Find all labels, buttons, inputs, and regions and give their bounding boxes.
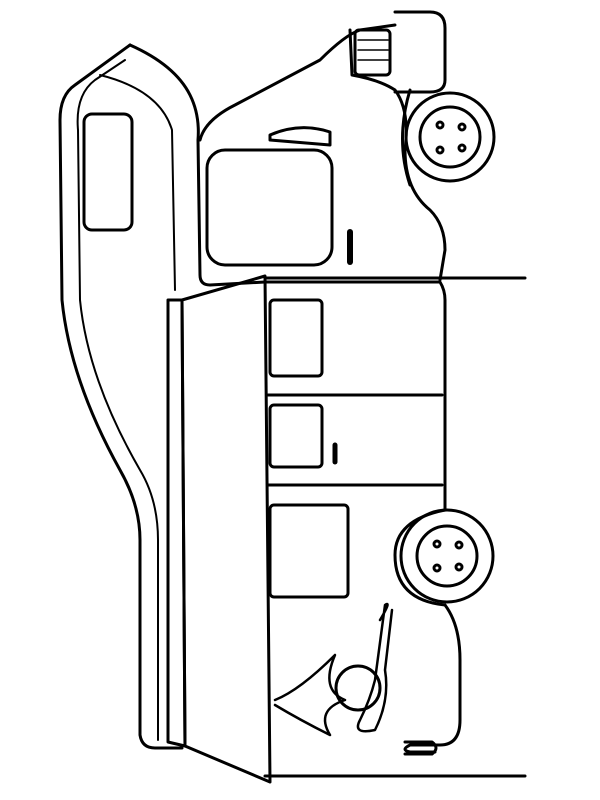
camper-top-inner (99, 74, 176, 291)
side-window-2 (268, 403, 324, 469)
rear-hubcap (415, 524, 479, 588)
lug-nut (435, 120, 445, 130)
body-side-outline (263, 280, 447, 512)
lug-nut (435, 145, 445, 155)
front-wheel-arch (401, 88, 412, 187)
front-bumper (393, 10, 447, 94)
hood-line (348, 28, 447, 282)
grille (353, 28, 392, 77)
mirror (268, 126, 332, 147)
camper-overcab-outline (58, 43, 184, 750)
side-window-1 (268, 298, 324, 378)
lug-nut (457, 143, 467, 153)
side-window-3 (268, 503, 350, 599)
lug-nut (432, 539, 442, 549)
rear-body-outline (403, 603, 462, 754)
decor-flame (356, 602, 394, 733)
lug-nut (454, 562, 464, 572)
camper-top-edge (128, 43, 267, 287)
decor-swoosh (273, 653, 347, 737)
rear-wheel (399, 508, 495, 604)
lug-nut (432, 563, 442, 573)
open-door (180, 274, 272, 784)
lug-nut (457, 122, 467, 132)
camper-overcab-inner-line (76, 59, 159, 741)
overcab-window (82, 112, 134, 232)
lug-nut (454, 540, 464, 550)
decor-sun (334, 664, 382, 712)
cab-outline (198, 23, 397, 142)
front-hubcap (418, 105, 482, 169)
rear-light (403, 740, 438, 756)
door-edge-strip (166, 298, 187, 748)
front-wheel (404, 91, 496, 183)
windshield (205, 148, 334, 267)
